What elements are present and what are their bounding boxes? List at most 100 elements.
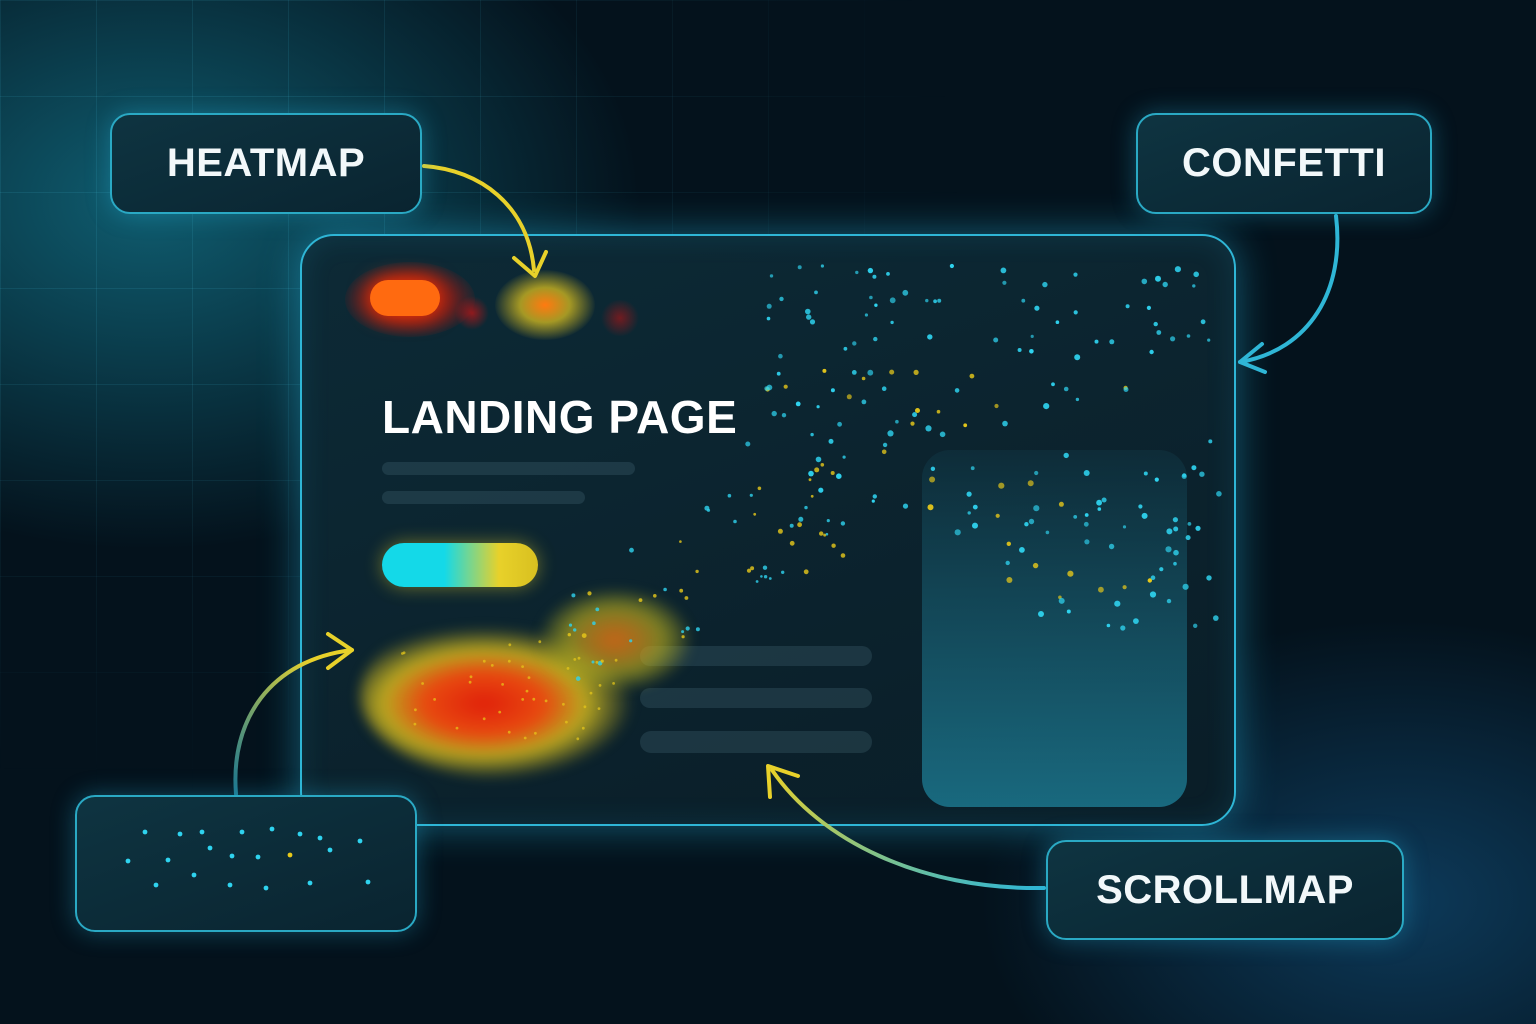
confetti-dot [571, 593, 576, 598]
confetti-dot [1186, 334, 1191, 338]
confetti-dot [1122, 585, 1127, 590]
confetti-dot [455, 726, 459, 730]
confetti-dot [501, 683, 504, 686]
confetti-dot [757, 486, 762, 491]
confetti-dot [789, 540, 795, 546]
confetti-dot [819, 531, 824, 536]
confetti-dot [1030, 334, 1034, 338]
confetti-dot [846, 394, 852, 400]
confetti-dot [589, 691, 593, 695]
confetti-dot [733, 519, 737, 524]
confetti-dot [1153, 321, 1158, 327]
confetti-dot [1084, 513, 1089, 517]
confetti-arrow-icon [1238, 214, 1340, 374]
confetti-dot [970, 466, 975, 471]
confetti-dot [842, 455, 846, 459]
confetti-dot [1006, 577, 1013, 583]
confetti-dot [804, 505, 808, 510]
confetti-dot [966, 491, 972, 497]
confetti-dot [915, 408, 920, 413]
confetti-dot [823, 533, 827, 537]
confetti-dot [1122, 525, 1127, 529]
confetti-dot [482, 659, 486, 663]
confetti-dot [592, 621, 596, 625]
confetti-dot [567, 633, 571, 637]
confetti-dot [573, 628, 577, 632]
cta-button [382, 543, 538, 587]
confetti-dot [781, 413, 787, 418]
confetti-dot [1166, 598, 1172, 604]
confetti-dot [815, 456, 822, 463]
confetti-dot [597, 707, 601, 710]
confetti-dot [1146, 305, 1151, 310]
confetti-dot [797, 522, 802, 528]
confetti-dot [927, 504, 934, 511]
confetti-dot [763, 575, 768, 579]
confetti-dot [695, 627, 700, 632]
confetti-dot [936, 409, 941, 414]
confetti-dot [1162, 281, 1168, 288]
confetti-dot [1058, 501, 1064, 507]
confetti-dot [1045, 530, 1050, 535]
confetti-dot [822, 368, 827, 373]
confetti-dot [927, 334, 933, 340]
confetti-dot [881, 386, 887, 392]
confetti-dot [882, 442, 888, 448]
confetti-dot [766, 316, 771, 321]
confetti-dot [1034, 305, 1040, 311]
confetti-dot [562, 702, 565, 706]
confetti-dot [413, 722, 417, 726]
confetti-dot [1172, 517, 1178, 523]
confetti-dot [929, 476, 936, 483]
confetti-dot [681, 635, 685, 639]
confetti-dot [482, 717, 486, 721]
confetti-dot [1165, 546, 1172, 553]
confetti-dot [1033, 505, 1040, 512]
confetti-dot [612, 682, 615, 685]
confetti-dot [766, 303, 772, 309]
confetti-dot [575, 676, 581, 681]
confetti-dot [887, 430, 894, 437]
confetti-dot [433, 698, 436, 701]
confetti-dot [527, 676, 531, 679]
confetti-dot [1149, 591, 1157, 598]
confetti-dot [995, 513, 1000, 518]
confetti-dot [1147, 578, 1153, 583]
confetti-dot [861, 376, 866, 381]
confetti-dot [925, 425, 932, 432]
confetti-dot [727, 493, 732, 498]
confetti-dot [1058, 597, 1065, 604]
confetti-dot [745, 441, 751, 447]
confetti-dot [912, 412, 918, 418]
confetti-dot [816, 405, 820, 409]
confetti-dot [760, 575, 763, 578]
confetti-dot [1055, 320, 1060, 325]
confetti-dot [577, 656, 581, 660]
confetti-dot [872, 494, 877, 499]
confetti-dot [867, 267, 874, 274]
confetti-dot [1083, 470, 1090, 476]
confetti-dot [1133, 618, 1139, 624]
confetti-dot [755, 580, 759, 583]
confetti-dot [1173, 526, 1179, 532]
scrollmap-arrow-icon [766, 764, 1046, 891]
confetti-dot [831, 543, 836, 548]
confetti-dot [830, 471, 835, 475]
confetti-dot [937, 298, 942, 303]
confetti-dot [414, 708, 417, 712]
text-line-placeholder [382, 491, 585, 504]
confetti-dot [954, 529, 961, 536]
confetti-dot [852, 341, 857, 346]
confetti-dot [679, 540, 682, 543]
confetti-dot [1073, 310, 1078, 315]
confetti-dot [490, 664, 494, 667]
confetti-dot [1027, 480, 1034, 487]
confetti-dot [706, 508, 711, 512]
heatmap-spot-nav-3 [455, 296, 489, 330]
confetti-dot [1173, 549, 1179, 556]
confetti-dot [1002, 280, 1007, 285]
confetti-dot [828, 438, 834, 444]
confetti-dot [949, 263, 955, 269]
confetti-dot [1166, 528, 1173, 535]
